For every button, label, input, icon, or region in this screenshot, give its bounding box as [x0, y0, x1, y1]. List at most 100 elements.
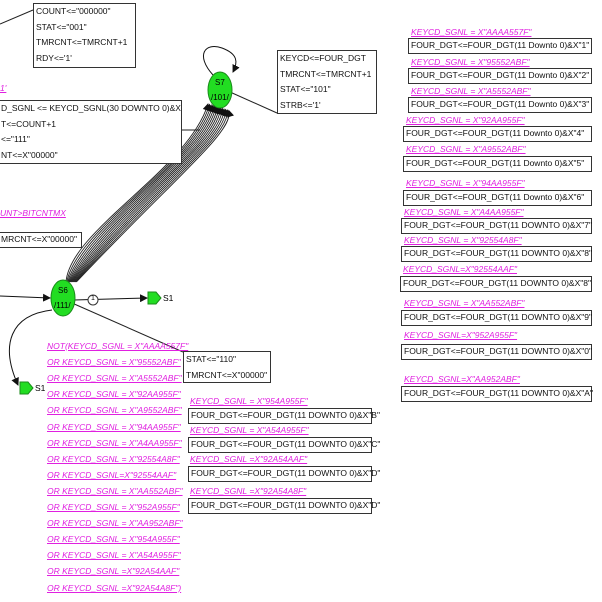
connector-s1-icon[interactable]	[19, 381, 34, 395]
priority-label: 1	[91, 295, 95, 302]
transition-arc-s6-s7	[68, 105, 217, 283]
action-line: TMRCNT<=TMRCNT+1	[36, 37, 128, 47]
transition-action: FOUR_DGT<=FOUR_DGT(11 DOWNTO 0)&X"0"	[401, 344, 592, 360]
action-box-tmrcnt: MRCNT<=X"00000"	[0, 232, 82, 248]
transition-condition: KEYCD_SGNL=X"92554AAF"	[403, 264, 517, 274]
s7-self-loop	[202, 46, 240, 76]
action-line: TMRCNT<=TMRCNT+1	[280, 68, 372, 79]
condition-line: OR KEYCD_SGNL = X"A5552ABF"	[47, 373, 182, 384]
action-box-top: COUNT<="000000" STAT<="001" TMRCNT<=TMRC…	[33, 3, 136, 68]
transition-condition: KEYCD_SGNL = X"AAAA557F"	[411, 27, 532, 37]
transition-action: FOUR_DGT<=FOUR_DGT(11 DOWNTO 0)&X"7"	[401, 218, 592, 234]
transition-action: FOUR_DGT<=FOUR_DGT(11 Downto 0)&X"2"	[408, 68, 592, 84]
transition-condition: KEYCD_SGNL = X"92554A8F"	[404, 235, 522, 245]
action-line: <="111"	[1, 134, 30, 144]
transition-arc-s6-s7	[69, 105, 219, 283]
action-line: KEYCD<=FOUR_DGT	[280, 53, 366, 63]
state-s6[interactable]	[50, 279, 76, 317]
condition-line: OR KEYCD_SGNL = X"954A955F"	[47, 534, 180, 545]
state-s6-code: /111/	[54, 301, 71, 310]
transition-arc-s6-s7	[74, 108, 230, 283]
condition-line: OR KEYCD_SGNL = X"AA952ABF"	[47, 518, 183, 529]
transition-arc-s6-s7	[67, 104, 215, 283]
transition-arc-s6-s7	[71, 106, 222, 283]
transition-action: FOUR_DGT<=FOUR_DGT(11 DOWNTO 0)&X"D"	[188, 466, 380, 482]
transition-condition: KEYCD_SGNL = X"A54A955F"	[190, 425, 309, 435]
transition-condition: KEYCD_SGNL = X"AA552ABF"	[404, 298, 525, 308]
transition-action: FOUR_DGT<=FOUR_DGT(11 Downto 0)&X"3"	[408, 97, 592, 113]
transition-action: FOUR_DGT<=FOUR_DGT(11 DOWNTO 0)&X"B"	[188, 408, 380, 424]
condition-label: 1'	[0, 83, 7, 93]
transition-arcs	[65, 103, 235, 283]
action-line: TMRCNT<=X"00000"	[186, 369, 268, 380]
transition-arc-s6-s7	[66, 103, 212, 283]
transition-action: FOUR_DGT<=FOUR_DGT(11 Downto 0)&X"6"	[403, 190, 592, 206]
action-leader	[0, 9, 34, 25]
condition-line: OR KEYCD_SGNL = X"92554A8F"	[47, 453, 180, 464]
transition-condition: KEYCD_SGNL =X"92A54AAF"	[190, 454, 308, 464]
connector-s1-label: S1	[35, 383, 46, 393]
transition-action: FOUR_DGT<=FOUR_DGT(11 DOWNTO 0)&X"A"	[401, 386, 593, 402]
transition-condition: KEYCD_SGNL=X"AA952ABF"	[404, 374, 520, 384]
state-s7-name: S7	[215, 78, 225, 87]
transition-action: FOUR_DGT<=FOUR_DGT(11 DOWNTO 0)&X"C"	[188, 437, 380, 453]
action-line: NT<=X"00000"	[1, 149, 58, 160]
transition-action: FOUR_DGT<=FOUR_DGT(11 Downto 0)&X"5"	[403, 156, 592, 172]
condition-line: OR KEYCD_SGNL = X"A9552ABF"	[47, 405, 182, 416]
action-line: D_SGNL <= KEYCD_SGNL(30 DOWNTO 0)&X	[1, 103, 181, 113]
transition-condition: KEYCD_SGNL = X"94AA955F"	[406, 178, 525, 188]
transition-action: FOUR_DGT<=FOUR_DGT(11 DOWNTO 0)&X"8"	[401, 246, 592, 262]
action-line: STRB<='1'	[280, 99, 321, 110]
transition-condition: KEYCD_SGNL = X"A4AA955F"	[404, 207, 524, 217]
condition-line: OR KEYCD_SGNL = X"A4AA955F"	[47, 437, 182, 448]
action-line: STAT<="101"	[280, 84, 331, 94]
state-s7-code: /101/	[211, 93, 229, 102]
transition-action: FOUR_DGT<=FOUR_DGT(11 Downto 0)&X"4"	[403, 126, 592, 142]
action-line: STAT<="110"	[186, 354, 236, 364]
connector-s1-label: S1	[163, 293, 174, 303]
transition-arc-s6-s7	[72, 107, 224, 283]
action-leader	[71, 302, 184, 353]
transition-action: FOUR_DGT<=FOUR_DGT(11 DOWNTO 0)&X"D"	[188, 498, 380, 514]
transition-condition: KEYCD_SGNL = X"954A955F"	[190, 396, 308, 406]
condition-line: OR KEYCD_SGNL = X"95552ABF"	[47, 357, 181, 368]
transition-arc-s6-s7	[70, 106, 221, 283]
condition-line: OR KEYCD_SGNL = X"AA552ABF"	[47, 485, 183, 496]
condition-label: UNT>BITCNTMX	[0, 208, 66, 218]
transition-arc-s6-s7	[73, 108, 228, 283]
condition-line: OR KEYCD_SGNL = X"92AA955F"	[47, 389, 181, 400]
transition-condition: KEYCD_SGNL =X"92A54A8F"	[190, 486, 307, 496]
transition-action: FOUR_DGT<=FOUR_DGT(11 Downto 0)&X"1"	[408, 38, 592, 54]
transition-condition: KEYCD_SGNL = X"95552ABF"	[411, 57, 530, 67]
transition-arc-s6-s7	[67, 104, 214, 283]
transition-condition: KEYCD_SGNL = X"A5552ABF"	[411, 86, 531, 96]
transition-condition: KEYCD_SGNL = X"A9552ABF"	[406, 144, 526, 154]
priority-marker	[87, 294, 99, 306]
connector-s1-icon[interactable]	[147, 291, 162, 305]
condition-line: OR KEYCD_SGNL = X"94AA955F"	[47, 421, 181, 432]
action-line: COUNT<="000000"	[36, 6, 111, 16]
transition-action: FOUR_DGT<=FOUR_DGT(11 DOWNTO 0)&X"8"	[400, 276, 592, 292]
condition-line: NOT(KEYCD_SGNL = X"AAAA557F"	[47, 341, 189, 351]
s6-to-s1-arrow	[73, 294, 148, 303]
state-s6-name: S6	[58, 286, 68, 295]
transition-arc-s6-s7	[65, 103, 210, 283]
transition-action: FOUR_DGT<=FOUR_DGT(11 DOWNTO 0)&X"9"	[401, 310, 592, 326]
condition-line: OR KEYCD_SGNL=X"92554AAF"	[47, 469, 177, 480]
action-box-left: D_SGNL <= KEYCD_SGNL(30 DOWNTO 0)&X T<=C…	[0, 100, 182, 164]
transition-condition: KEYCD_SGNL = X"92AA955F"	[406, 115, 525, 125]
transition-arc-s6-s7	[76, 109, 235, 283]
action-box-stat110: STAT<="110" TMRCNT<=X"00000"	[183, 351, 271, 383]
action-leader	[229, 91, 278, 114]
action-line: T<=COUNT+1	[1, 118, 57, 129]
transition-arc-s6-s7	[72, 107, 226, 283]
action-line: RDY<='1'	[36, 52, 72, 63]
condition-line: OR KEYCD_SGNL = X"A54A955F"	[47, 550, 181, 561]
action-box-s7: KEYCD<=FOUR_DGT TMRCNT<=TMRCNT+1 STAT<="…	[277, 50, 377, 114]
s6-to-s1-arrow-2	[9, 309, 53, 386]
state-s7[interactable]	[207, 71, 233, 109]
condition-line: OR KEYCD_SGNL =X"92A54AAF"	[47, 566, 180, 577]
transition-arc-s6-s7	[75, 109, 232, 283]
transition-condition: KEYCD_SGNL=X"952A955F"	[404, 330, 518, 340]
